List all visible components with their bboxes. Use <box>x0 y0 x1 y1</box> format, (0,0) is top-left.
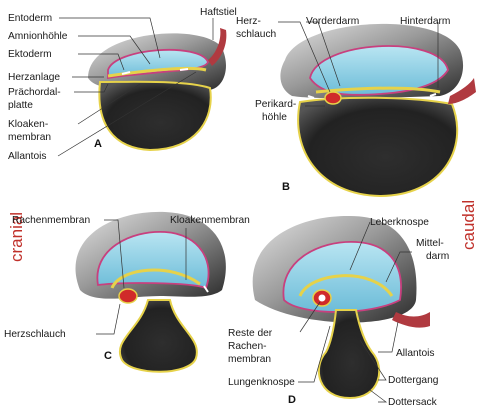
label-vorderdarm: Vorderdarm <box>306 16 359 27</box>
label-perikard-2: höhle <box>262 112 287 123</box>
label-dottersack: Dottersack <box>388 397 438 408</box>
label-mitteldarm-1: Mittel- <box>416 238 444 249</box>
label-haftstiel: Haftstiel <box>200 7 237 18</box>
label-herzanlage: Herzanlage <box>8 72 60 83</box>
label-rachenmembran: Rachenmembran <box>12 215 90 226</box>
label-perikard-1: Perikard- <box>255 99 296 110</box>
label-entoderm: Entoderm <box>8 13 52 24</box>
label-mitteldarm-2: darm <box>426 251 449 262</box>
panel-a-letter: A <box>94 138 102 150</box>
label-allantois-a: Allantois <box>8 151 47 162</box>
panel-b-drawing <box>280 23 476 198</box>
label-leberknospe: Leberknospe <box>370 217 429 228</box>
label-amnionhoehle: Amnionhöhle <box>8 31 68 42</box>
caudal-label: caudal <box>459 200 478 250</box>
label-herz-1: Herz- <box>236 16 261 27</box>
panel-d-drawing <box>252 215 430 400</box>
label-reste-1: Reste der <box>228 328 273 339</box>
leader-lines <box>57 17 439 403</box>
panel-c-letter: C <box>104 350 112 362</box>
panel-b-letter: B <box>282 181 290 193</box>
label-kloaken-2: membran <box>8 132 51 143</box>
label-ektoderm: Ektoderm <box>8 49 52 60</box>
label-praechordal-2: platte <box>8 100 33 111</box>
label-praechordal-1: Prächordal- <box>8 87 61 98</box>
cranial-label: cranial <box>7 212 26 262</box>
label-hinterdarm: Hinterdarm <box>400 16 450 27</box>
label-dottergang: Dottergang <box>388 375 439 386</box>
panel-c-drawing <box>75 211 226 373</box>
label-lungenknospe: Lungenknospe <box>228 377 295 388</box>
label-reste-2: Rachen- <box>228 341 267 352</box>
label-kloaken-1: Kloaken- <box>8 119 48 130</box>
label-kloakenmembran: Kloakenmembran <box>170 215 250 226</box>
label-reste-3: membran <box>228 354 271 365</box>
panel-a-drawing <box>88 28 227 152</box>
label-herzschlauch: Herzschlauch <box>4 329 66 340</box>
panel-d-letter: D <box>288 394 296 406</box>
label-herz-2: schlauch <box>236 29 276 40</box>
label-allantois-d: Allantois <box>396 348 435 359</box>
